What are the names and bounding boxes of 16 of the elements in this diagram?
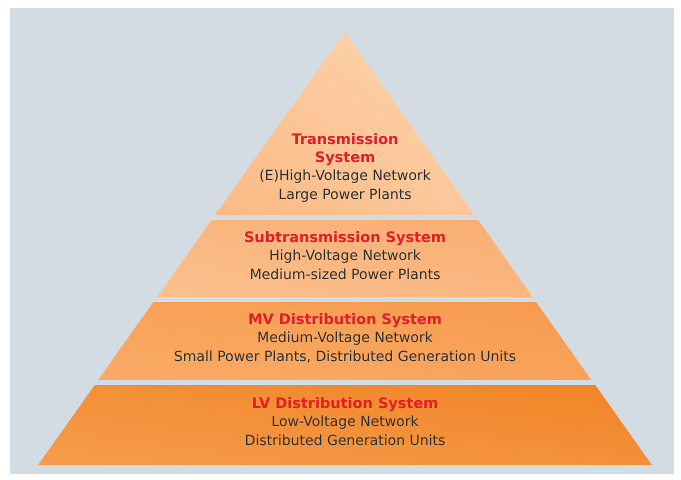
tier-heading: LV Distribution System	[252, 395, 438, 413]
tier-description: Medium-sized Power Plants	[250, 266, 440, 284]
tier-description: Small Power Plants, Distributed Generation Units	[174, 348, 516, 367]
pyramid-tier	[157, 220, 533, 297]
tier-heading: Transmission System	[290, 130, 400, 166]
tier-description: Medium-Voltage Network	[257, 329, 433, 348]
pyramid-tier	[38, 385, 652, 465]
pyramid-apex	[215, 32, 475, 215]
tier-description: High-Voltage Network	[269, 246, 421, 266]
tier-description: Large Power Plants	[278, 186, 412, 204]
pyramid-tier	[98, 302, 592, 380]
tier-description: Distributed Generation Units	[244, 432, 446, 451]
tier-heading: MV Distribution System	[248, 311, 442, 329]
tier-description: Low-Voltage Network	[271, 413, 419, 432]
tier-heading: Subtransmission System	[244, 228, 446, 246]
tier-description: (E)High-Voltage Network	[259, 166, 431, 186]
